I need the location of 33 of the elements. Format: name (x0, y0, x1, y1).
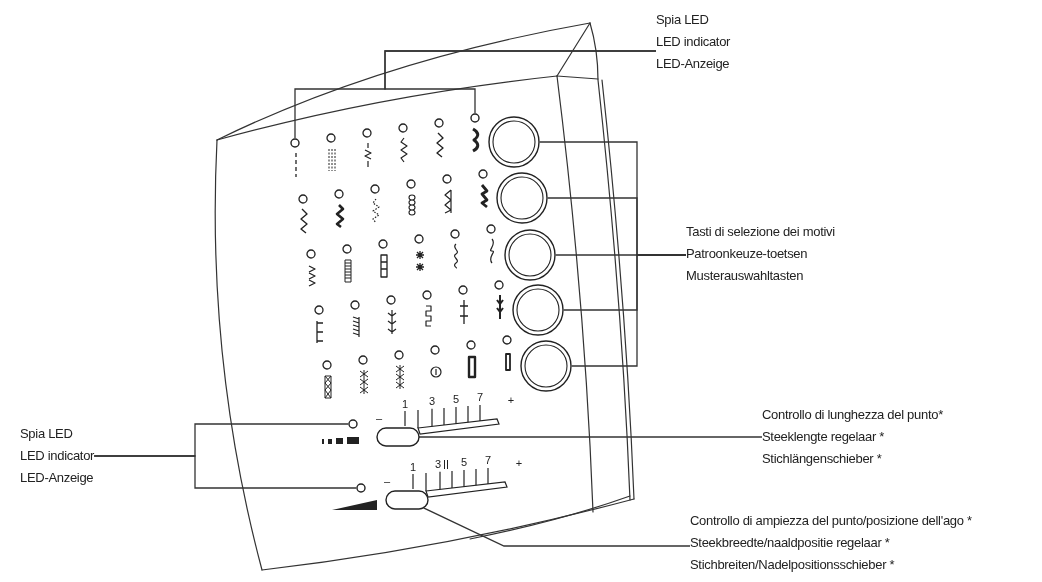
callout-label: Tasti di selezione dei motivi Patroonkeuze-toetsen Musterauswahltasten (686, 221, 835, 287)
callout-label: Controllo di ampiezza del punto/posizione dell'ago * Steekbreedte/naaldpositie regelaar * Stichbreiten/Nadelpositionsschieber * (690, 510, 972, 576)
selector-button (504, 229, 556, 281)
leader-line (93, 455, 357, 489)
selector-button (488, 116, 540, 168)
callout-label: Spia LED LED indicator LED-Anzeige (20, 423, 95, 489)
callout-label: Spia LED LED indicator LED-Anzeige (656, 9, 731, 75)
leader-line (418, 436, 763, 438)
scale-number: 3 (428, 395, 436, 407)
selector-button (496, 172, 548, 224)
selector-button (512, 284, 564, 336)
callout-label: Controllo di lunghezza del punto* Steeklengte regelaar * Stichlängenschieber * (762, 404, 943, 470)
selector-button (520, 340, 572, 392)
scale-number: 7 (476, 391, 484, 403)
led-indicator (470, 113, 480, 123)
slider-knob (385, 490, 429, 510)
scale-number: 1 (409, 461, 417, 473)
scale-minus-label: – (383, 475, 391, 487)
leader-line (571, 254, 687, 367)
led-indicator (290, 138, 300, 148)
scale-number: 5 (452, 393, 460, 405)
led-indicator (348, 419, 358, 429)
scale-number: 1 (401, 398, 409, 410)
scale-plus-label: + (507, 394, 515, 406)
slider-knob (376, 427, 420, 447)
scale-number: 3 (434, 458, 442, 470)
scale-plus-label: + (515, 457, 523, 469)
leader-line (384, 50, 657, 114)
led-indicator (356, 483, 366, 493)
scale-number: 5 (460, 456, 468, 468)
leader-line (422, 507, 691, 547)
scale-number: 7 (484, 454, 492, 466)
scale-minus-label: – (375, 412, 383, 424)
